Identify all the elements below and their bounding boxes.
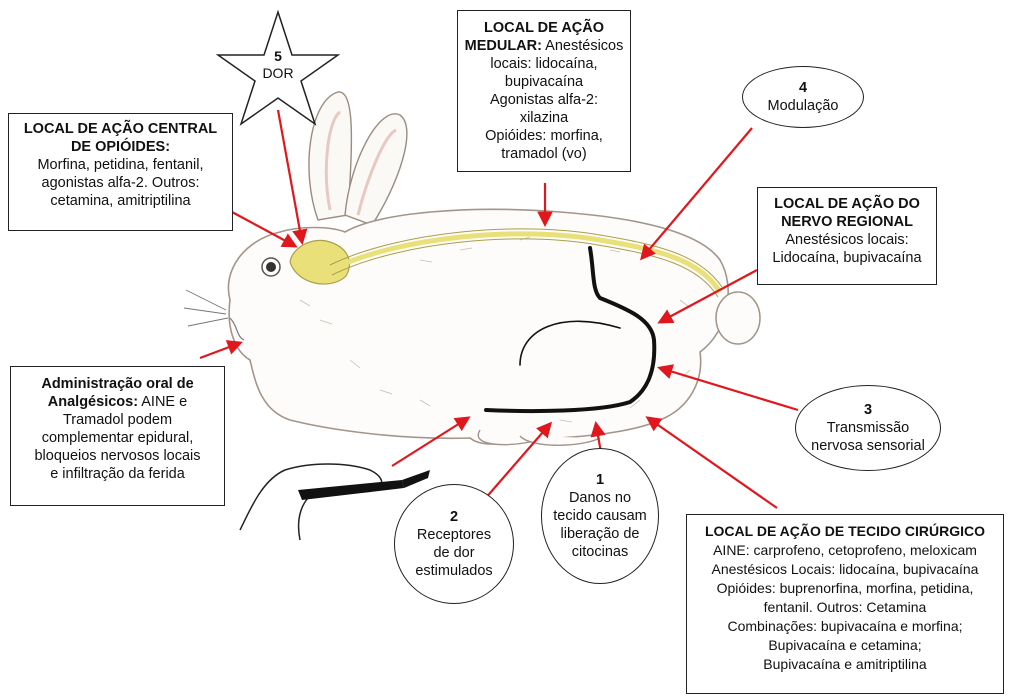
regional-line-2: Lidocaína, bupivacaína <box>764 249 930 267</box>
step-3-transmissao: 3 Transmissão nervosa sensorial <box>795 385 941 471</box>
oral-bold: Analgésicos: <box>48 394 138 410</box>
step-1-number: 1 <box>596 471 604 489</box>
rabbit-ears <box>309 92 407 225</box>
pain-star: 5 DOR <box>255 48 301 82</box>
step-1-line-1: Danos no <box>569 489 631 507</box>
central-line-2: agonistas alfa-2. Outros: <box>15 174 226 192</box>
step-4-modulacao: 4 Modulação <box>742 66 864 128</box>
step-1-danos: 1 Danos no tecido causam liberação de ci… <box>541 448 659 584</box>
oral-heading: Administração oral de <box>17 375 218 393</box>
step-3-line-1: Transmissão <box>827 419 909 437</box>
step-4-line-1: Modulação <box>768 97 839 115</box>
oral-line-4: e infiltração da ferida <box>17 465 218 483</box>
step-1-line-4: citocinas <box>572 543 628 561</box>
tecido-line-5: Combinações: bupivacaína e morfina; <box>693 617 997 636</box>
central-opioids-box: LOCAL DE AÇÃO CENTRAL DE OPIÓIDES: Morfi… <box>8 113 233 231</box>
oral-mixed-line: Analgésicos: AINE e <box>17 393 218 411</box>
medular-heading: LOCAL DE AÇÃO <box>464 19 624 37</box>
tecido-line-4: fentanil. Outros: Cetamina <box>693 598 997 617</box>
step-2-line-1: Receptores <box>417 526 491 544</box>
oral-line-1: Tramadol podem <box>17 411 218 429</box>
step-4-number: 4 <box>799 79 807 97</box>
arrow-modulacao <box>642 128 752 258</box>
central-heading-1: LOCAL DE AÇÃO CENTRAL <box>15 120 226 138</box>
oral-analgesics-box: Administração oral de Analgésicos: AINE … <box>10 366 225 506</box>
step-3-line-2: nervosa sensorial <box>811 437 925 455</box>
regional-heading-2: NERVO REGIONAL <box>764 213 930 231</box>
step-3-number: 3 <box>864 401 872 419</box>
step-2-line-2: de dor <box>433 544 474 562</box>
tecido-line-1: AINE: carprofeno, cetoprofeno, meloxicam <box>693 541 997 560</box>
central-heading-2: DE OPIÓIDES: <box>15 138 226 156</box>
arrow-oral <box>200 343 240 358</box>
step-2-line-3: estimulados <box>415 562 492 580</box>
tecido-line-2: Anestésicos Locais: lidocaína, bupivacaí… <box>693 560 997 579</box>
medular-line-5: tramadol (vo) <box>464 145 624 163</box>
regional-nerve-box: LOCAL DE AÇÃO DO NERVO REGIONAL Anestési… <box>757 187 937 285</box>
oral-rest: AINE e <box>138 394 187 410</box>
medular-bold: MEDULAR: <box>465 38 542 54</box>
regional-line-1: Anestésicos locais: <box>764 231 930 249</box>
surgical-tissue-box: LOCAL DE AÇÃO DE TECIDO CIRÚRGICO AINE: … <box>686 514 1004 694</box>
step-1-line-2: tecido causam <box>553 507 647 525</box>
step-1-line-3: liberação de <box>561 525 640 543</box>
central-line-1: Morfina, petidina, fentanil, <box>15 156 226 174</box>
central-line-3: cetamina, amitriptilina <box>15 192 226 210</box>
medular-rest: Anestésicos <box>542 38 623 54</box>
step-2-number: 2 <box>450 508 458 526</box>
rabbit-body <box>184 209 760 445</box>
medular-line-4: Opióides: morfina, <box>464 127 624 145</box>
tecido-line-3: Opióides: buprenorfina, morfina, petidin… <box>693 579 997 598</box>
star-label: DOR <box>262 65 293 81</box>
oral-line-3: bloqueios nervosos locais <box>17 447 218 465</box>
step-2-receptores: 2 Receptores de dor estimulados <box>394 484 514 604</box>
regional-heading-1: LOCAL DE AÇÃO DO <box>764 195 930 213</box>
medular-line-2: bupivacaína <box>464 73 624 91</box>
arrow-tecido <box>648 418 777 508</box>
medular-line-3: Agonistas alfa-2: xilazina <box>464 91 624 127</box>
oral-line-2: complementar epidural, <box>17 429 218 447</box>
arrow-star <box>278 110 302 242</box>
tecido-line-7: Bupivacaína e amitriptilina <box>693 655 997 674</box>
medular-box: LOCAL DE AÇÃO MEDULAR: Anestésicos locai… <box>457 10 631 172</box>
medular-mixed-line: MEDULAR: Anestésicos <box>464 37 624 55</box>
medular-line-1: locais: lidocaína, <box>464 55 624 73</box>
star-number: 5 <box>255 48 301 65</box>
tecido-line-6: Bupivacaína e cetamina; <box>693 636 997 655</box>
tecido-heading: LOCAL DE AÇÃO DE TECIDO CIRÚRGICO <box>693 522 997 541</box>
